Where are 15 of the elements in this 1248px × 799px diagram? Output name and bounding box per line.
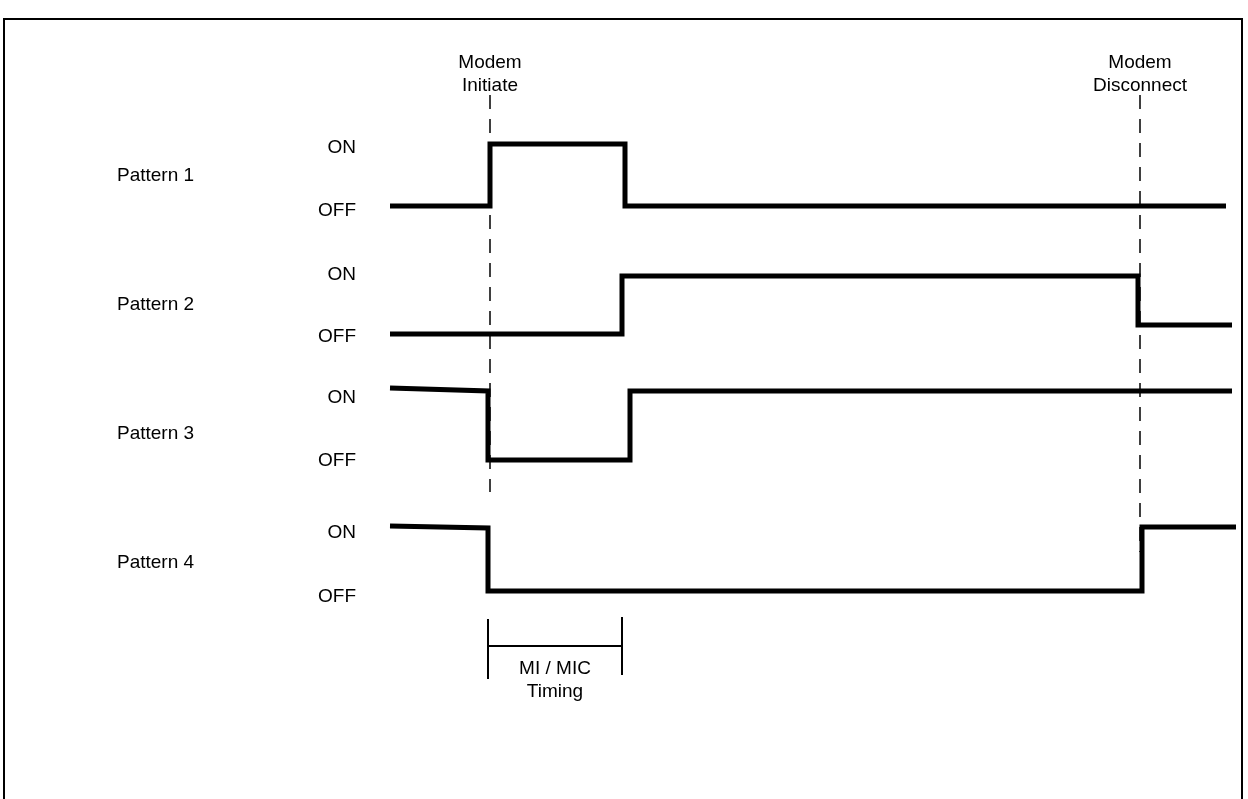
event-label: Modem Disconnect: [1092, 50, 1188, 96]
level-label: OFF: [317, 448, 356, 471]
event-label: Modem Initiate: [457, 50, 523, 96]
level-label: ON: [326, 135, 356, 158]
signal-name: Pattern 4: [117, 550, 196, 573]
level-label: ON: [326, 262, 356, 285]
signal-name: Pattern 1: [117, 163, 196, 186]
level-label: OFF: [317, 198, 356, 221]
level-label: OFF: [317, 324, 356, 347]
level-label: ON: [326, 520, 356, 543]
level-label: OFF: [317, 584, 356, 607]
signal-name: Pattern 3: [117, 421, 196, 444]
level-label: ON: [326, 385, 356, 408]
dimension-label: MI / MIC Timing: [518, 656, 592, 702]
signal-name: Pattern 2: [117, 292, 196, 315]
